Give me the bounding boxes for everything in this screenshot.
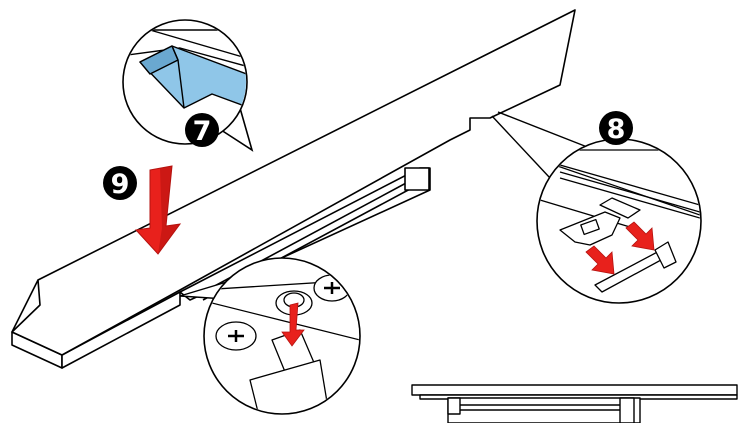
- step-9-label: 9: [111, 169, 130, 200]
- latch-callout: [492, 112, 701, 303]
- step-9-badge: 9: [103, 166, 137, 200]
- phillips-screw-icon: [216, 322, 256, 350]
- film-callout: [110, 20, 260, 150]
- step-8-label: 8: [607, 114, 626, 145]
- step-7-label: 7: [193, 116, 212, 147]
- phillips-screw-icon: [314, 275, 350, 301]
- step-8-badge: 8: [599, 111, 633, 145]
- step-7-badge: 7: [185, 113, 219, 147]
- side-profile-view: [412, 385, 737, 423]
